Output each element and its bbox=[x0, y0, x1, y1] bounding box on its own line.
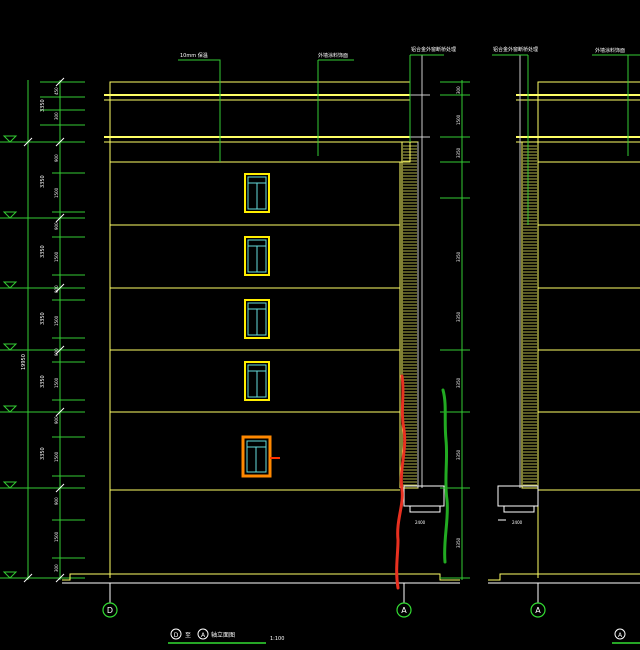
stair-wall-main bbox=[401, 55, 445, 513]
dim-inner-1: 450 bbox=[54, 87, 59, 95]
axis-line-A bbox=[403, 583, 539, 603]
dim-right-8: 3350 bbox=[456, 537, 461, 548]
dim-inner-15: 300 bbox=[54, 564, 59, 572]
dim-inner-2: 300 bbox=[54, 112, 59, 120]
dim-outer-1: 3350 bbox=[40, 99, 46, 112]
title-axis-from: D bbox=[174, 632, 179, 639]
dim-inner-5: 900 bbox=[54, 222, 59, 230]
dim-outer-2: 3350 bbox=[40, 175, 46, 188]
dim-inner-11: 900 bbox=[54, 416, 59, 424]
building-elevation-main bbox=[62, 81, 460, 584]
callout-wall-paint-right: 外墙涂料饰面 bbox=[595, 47, 625, 54]
axis-label-D: D bbox=[107, 606, 113, 615]
dim-right-1: 300 bbox=[456, 86, 461, 94]
axis-label-A-right: A bbox=[535, 606, 541, 615]
window-4 bbox=[244, 236, 270, 276]
left-level-markers bbox=[2, 135, 18, 579]
callout-insulation: 10mm 保温 bbox=[180, 52, 208, 59]
dim-right-4: 3350 bbox=[456, 251, 461, 262]
dim-outer-5: 3350 bbox=[40, 375, 46, 388]
dim-inner-8: 1500 bbox=[54, 315, 59, 326]
right-dimension-text: 300 1500 3350 3350 3350 3350 3350 3350 2… bbox=[415, 86, 523, 548]
dim-outer-total: 19950 bbox=[21, 354, 27, 370]
markup-green-stroke bbox=[441, 388, 449, 564]
dim-small-2: 2400 bbox=[512, 520, 523, 525]
left-inner-dimension-text: 450 300 900 1500 900 1500 900 1500 900 1… bbox=[54, 87, 59, 572]
callout-leaders bbox=[178, 54, 640, 225]
dim-inner-9: 900 bbox=[54, 348, 59, 356]
dim-small-1: 2400 bbox=[415, 520, 426, 525]
dim-inner-6: 1500 bbox=[54, 251, 59, 262]
dim-right-5: 3350 bbox=[456, 311, 461, 322]
window-1-highlighted bbox=[241, 435, 280, 478]
callout-text: 10mm 保温 外墙涂料饰面 铝合金外窗断桥处理 铝合金外窗断桥处理 外墙涂料饰… bbox=[180, 46, 625, 59]
drawing-title-right-partial: A bbox=[612, 628, 640, 644]
title-scale: 1:100 bbox=[270, 636, 284, 642]
left-outer-dimension-text: 3350 3350 3350 3350 3350 3350 19950 bbox=[21, 99, 46, 460]
dim-inner-3: 900 bbox=[54, 154, 59, 162]
dim-outer-6: 3350 bbox=[40, 447, 46, 460]
dim-inner-12: 1500 bbox=[54, 451, 59, 462]
dim-inner-7: 900 bbox=[54, 285, 59, 293]
right-dimension-chain bbox=[440, 80, 470, 580]
window-5 bbox=[244, 173, 270, 213]
title-right-axis: A bbox=[618, 632, 623, 639]
dim-right-7: 3350 bbox=[456, 449, 461, 460]
ground-line bbox=[62, 573, 460, 581]
markup-red-stroke bbox=[395, 374, 407, 590]
axis-bubble-D: D bbox=[102, 602, 118, 618]
title-joiner: 至 bbox=[185, 632, 191, 639]
dim-inner-13: 900 bbox=[54, 497, 59, 505]
building-elevation-right bbox=[488, 81, 640, 584]
dim-inner-14: 1500 bbox=[54, 531, 59, 542]
axis-bubble-A-main: A bbox=[396, 602, 412, 618]
dim-inner-4: 1500 bbox=[54, 187, 59, 198]
dim-right-2: 1500 bbox=[456, 114, 461, 125]
drawing-title: D 至 A 轴立面图 1:100 bbox=[168, 628, 284, 644]
left-tick-marks bbox=[23, 77, 65, 583]
callout-window-b: 铝合金外窗断桥处理 bbox=[493, 46, 538, 53]
axis-label-A-main: A bbox=[401, 606, 407, 615]
dim-outer-3: 3350 bbox=[40, 245, 46, 258]
left-dimension-chain bbox=[0, 80, 85, 580]
window-3 bbox=[244, 299, 270, 339]
callout-wall-paint: 外墙涂料饰面 bbox=[318, 52, 348, 59]
title-axis-to: A bbox=[201, 632, 206, 639]
dim-right-6: 3350 bbox=[456, 377, 461, 388]
callout-window-a: 铝合金外窗断桥处理 bbox=[411, 46, 456, 53]
axis-bubble-A-right: A bbox=[530, 602, 546, 618]
dim-inner-10: 1500 bbox=[54, 377, 59, 388]
stair-wall-right bbox=[497, 55, 539, 521]
dim-right-3: 3350 bbox=[456, 147, 461, 158]
title-text: 轴立面图 bbox=[211, 631, 235, 639]
dim-outer-4: 3350 bbox=[40, 312, 46, 325]
window-2 bbox=[244, 361, 270, 401]
